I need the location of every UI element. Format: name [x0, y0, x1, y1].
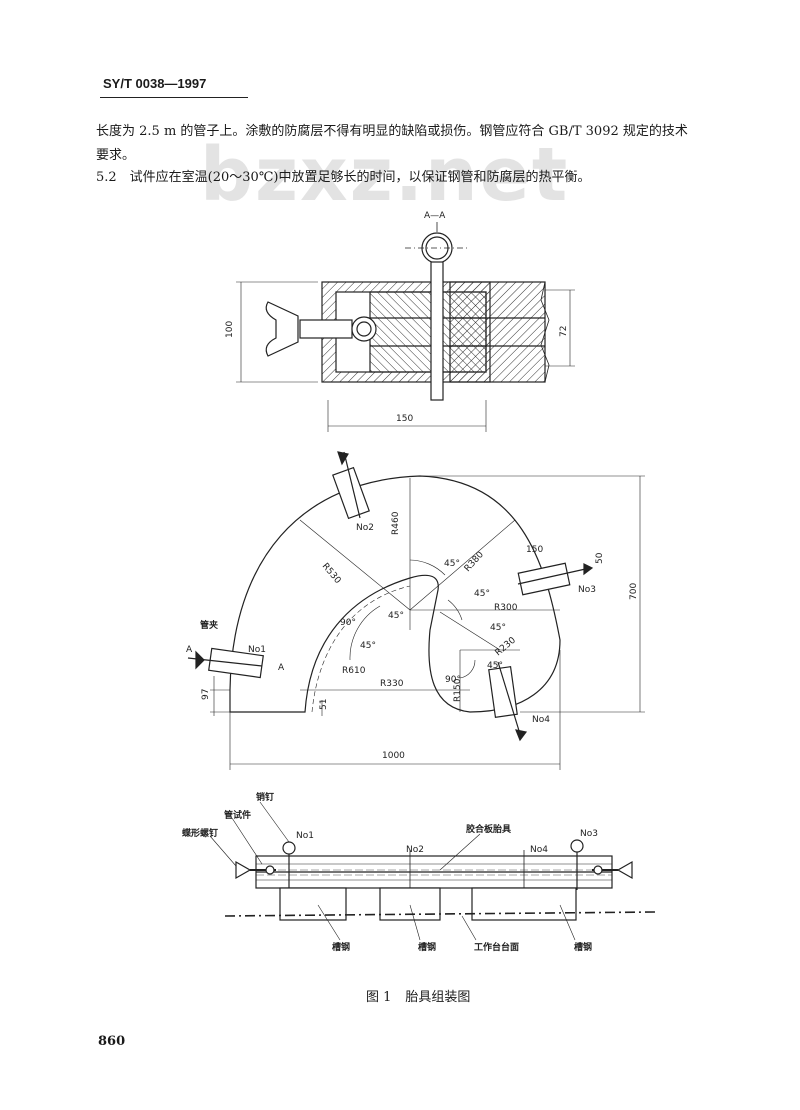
dim-97: 97: [201, 689, 211, 700]
dim-1000: 1000: [382, 751, 405, 761]
angle-45-lower: 45°: [487, 661, 503, 671]
clamp-no4: No4: [488, 661, 550, 742]
section-mark-a-right: A: [278, 663, 285, 673]
angle-45-inner: 45°: [388, 611, 404, 621]
paragraph-continued: 长度为 2.5 m 的管子上。涂敷的防腐层不得有明显的缺陷或损伤。钢管应符合 G…: [96, 124, 688, 163]
dim-51: 51: [319, 699, 329, 710]
channel-steel-label-3: 槽钢: [574, 941, 592, 953]
dim-700: 700: [629, 583, 639, 600]
clamp-no3: No3 150 50: [517, 545, 605, 596]
section-a-a: A—A 100 72 150: [225, 211, 575, 432]
dim-r150: R150: [453, 678, 463, 702]
angle-45-top: 45°: [444, 559, 460, 569]
figure-title: 胎具组装图: [405, 990, 471, 1005]
elev-no1-label: No1: [296, 831, 314, 841]
plywood-jig-label: 胶合板胎具: [466, 823, 511, 835]
elev-no4-label: No4: [530, 845, 548, 855]
pin-label: 销钉: [256, 791, 274, 803]
channel-steel-label-2: 槽钢: [418, 941, 436, 953]
dim-height: 100: [225, 321, 235, 338]
bench-top-label: 工作台台面: [474, 941, 519, 953]
clamp-no2-label: No2: [356, 523, 374, 533]
clamp-no2: No2: [332, 451, 374, 533]
dim-r300: R300: [494, 603, 518, 613]
wing-screw-label: 蝶形螺钉: [182, 827, 218, 839]
pipe-clamp-label: 管夹: [200, 619, 218, 631]
angle-45-right: 45°: [474, 589, 490, 599]
header-rule: [100, 97, 248, 98]
angle-90-right: 90°: [445, 675, 461, 685]
section-mark-a-left: A: [186, 645, 193, 655]
dim-clamp-50: 50: [595, 552, 605, 564]
dim-width: 150: [396, 414, 413, 424]
clamp-no1-label: No1: [248, 645, 266, 655]
elevation-view: 销钉 管试件 蝶形螺钉 胶合板胎具 No1 No2 No4 No3 槽钢 槽钢 …: [182, 791, 656, 953]
clamp-no3-label: No3: [578, 585, 596, 595]
paragraph-5-2: 5.2 试件应在室温(20～30℃)中放置足够长的时间，以保证钢管和防腐层的热平…: [96, 170, 591, 185]
clamp-no4-label: No4: [532, 715, 550, 725]
figure-number: 图 1: [366, 990, 392, 1005]
channel-steel-label-1: 槽钢: [332, 941, 350, 953]
dim-r460: R460: [391, 511, 401, 535]
dim-clamp-150: 150: [526, 545, 543, 555]
elev-no3-label: No3: [580, 829, 598, 839]
dim-r610: R610: [342, 666, 366, 676]
angle-45-mid: 45°: [490, 623, 506, 633]
watermark: bzxz.net: [200, 132, 570, 218]
plan-view: R460 R530 R380 R300 R230 R150 R610 R330 …: [186, 451, 645, 770]
clamp-no1: No1 A A 管夹: [186, 619, 285, 679]
angle-90-left: 90°: [340, 618, 356, 628]
standard-code: SY/T 0038—1997: [103, 76, 207, 91]
pipe-specimen-label: 管试件: [224, 809, 251, 821]
angle-45-left: 45°: [360, 641, 376, 651]
figure-caption: 图 1 胎具组装图: [366, 986, 470, 1005]
dim-inner: 72: [559, 326, 569, 337]
elev-no2-label: No2: [406, 845, 424, 855]
page-number: 860: [98, 1034, 126, 1049]
dim-r330: R330: [380, 679, 404, 689]
section-title: A—A: [424, 211, 446, 221]
